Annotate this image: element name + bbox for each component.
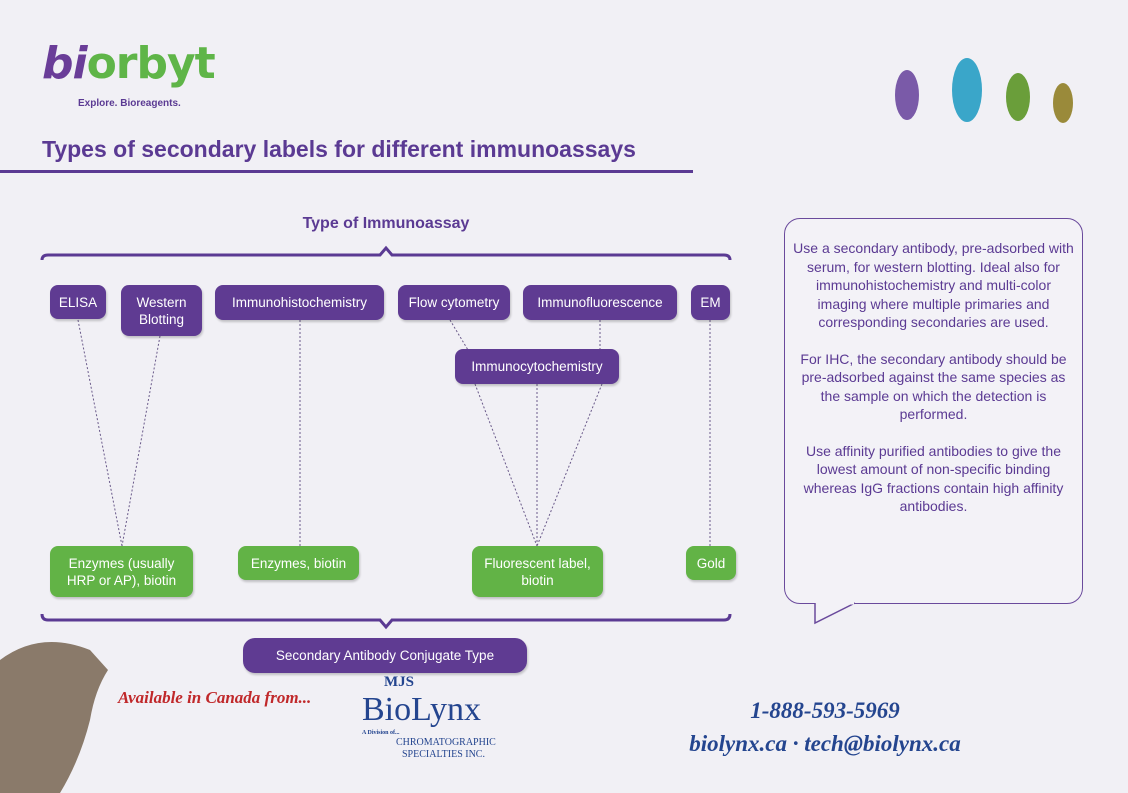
mascot-characters xyxy=(895,58,1073,123)
assay-flow-cytometry: Flow cytometry xyxy=(398,285,510,320)
logo-text: BioLynx xyxy=(362,691,482,728)
assay-em: EM xyxy=(691,285,730,320)
assay-immunofluorescence: Immunofluorescence xyxy=(523,285,677,320)
bubble-tail xyxy=(814,602,856,625)
assay-elisa: ELISA xyxy=(50,285,106,319)
title-underline xyxy=(0,170,693,173)
assay-immunocytochemistry: Immunocytochemistry xyxy=(455,349,619,384)
availability-text: Available in Canada from... xyxy=(118,688,312,707)
logo-text: SPECIALTIES INC. xyxy=(402,749,485,760)
assay-heading: Type of Immunoassay xyxy=(302,215,470,232)
biolynx-logo: MJS BioLynx A Division of... CHROMATOGRA… xyxy=(362,674,522,761)
phone-number[interactable]: 1-888-593-5969 xyxy=(750,698,900,723)
notes-speech-bubble: Use a secondary antibody, pre-adsorbed w… xyxy=(784,218,1083,604)
note: Use affinity purified antibodies to give… xyxy=(803,442,1064,515)
conjugate-gold: Gold xyxy=(686,546,736,580)
conjugate-fluorescent: Fluorescent label, biotin xyxy=(472,546,603,597)
lynx-image xyxy=(0,642,108,793)
conjugate-enzymes-hrp-ap: Enzymes (usually HRP or AP), biotin xyxy=(50,546,193,597)
biorbyt-logo: biorbyt xyxy=(42,38,216,89)
tagline: Explore. Bioreagents. xyxy=(78,98,181,109)
logo-part: orbyt xyxy=(86,38,216,89)
conjugate-enzymes-biotin: Enzymes, biotin xyxy=(238,546,359,580)
note: For IHC, the secondary antibody should b… xyxy=(800,350,1067,423)
page-title: Types of secondary labels for different … xyxy=(42,136,636,162)
logo-text: MJS xyxy=(384,674,414,690)
assay-western-blotting: Western Blotting xyxy=(121,285,202,336)
diagram-lines xyxy=(40,245,732,630)
website-email[interactable]: biolynx.ca · tech@biolynx.ca xyxy=(689,731,961,756)
note: Use a secondary antibody, pre-adsorbed w… xyxy=(793,240,1074,330)
logo-text: CHROMATOGRAPHIC xyxy=(396,737,496,748)
logo-part: bi xyxy=(42,38,88,89)
conjugate-heading: Secondary Antibody Conjugate Type xyxy=(243,638,527,673)
logo-text: A Division of... xyxy=(362,730,400,736)
assay-immunohistochemistry: Immunohistochemistry xyxy=(215,285,384,320)
